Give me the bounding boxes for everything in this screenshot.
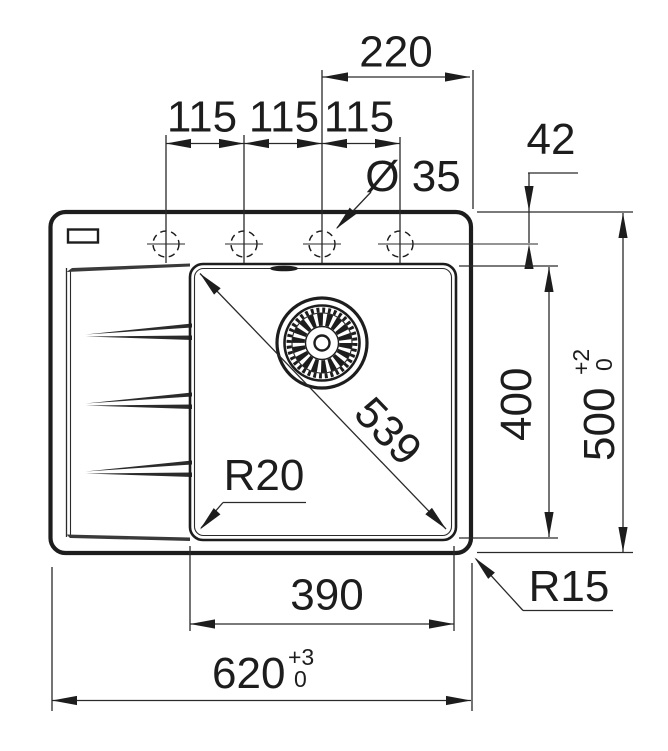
dim-bowl-width: 390 bbox=[189, 546, 455, 631]
dim-bowl-corner-radius: R20 bbox=[196, 451, 306, 533]
arrowhead bbox=[544, 512, 554, 537]
drainboard-groove bbox=[85, 460, 192, 477]
arrowhead bbox=[544, 267, 554, 292]
arrowhead bbox=[618, 213, 628, 238]
strainer-hub bbox=[304, 325, 340, 361]
drainboard-groove bbox=[85, 323, 192, 340]
strainer-slot-outer-edge bbox=[291, 312, 353, 374]
dim-tap-offset-right-label: 220 bbox=[359, 28, 432, 77]
dim-overall-width-tol-lower: 0 bbox=[294, 666, 307, 692]
arrowhead bbox=[52, 695, 77, 706]
dim-outer-corner-radius-label: R15 bbox=[529, 562, 610, 611]
dim-tap-spacing-3-label: 115 bbox=[324, 93, 394, 142]
dim-overall-depth-tol-upper: +2 bbox=[568, 349, 594, 375]
bowl-inner-edge bbox=[193, 267, 453, 537]
tap-holes bbox=[147, 230, 538, 258]
dimensions: 115 115 115 220 Ø 35 42 bbox=[51, 28, 633, 711]
strainer-outer-ring bbox=[275, 296, 369, 390]
drainboard-bottom-edge bbox=[66, 534, 190, 541]
dim-tap-spacing: 115 115 115 bbox=[165, 70, 401, 263]
strainer-slots bbox=[292, 313, 352, 373]
dim-bowl-depth-label: 400 bbox=[492, 368, 541, 441]
dim-bowl-width-label: 390 bbox=[290, 571, 363, 620]
dim-tap-offset-right: 220 bbox=[322, 28, 474, 209]
dim-overall-depth: 500 +2 0 bbox=[477, 213, 633, 554]
strainer-knurl-ticks bbox=[286, 307, 358, 379]
dim-tap-hole-diameter-label: Ø 35 bbox=[365, 152, 460, 201]
dim-bowl-depth: 400 bbox=[459, 265, 558, 539]
dim-overall-depth-label: 500 bbox=[575, 388, 624, 461]
dim-overall-width: 620 +3 0 bbox=[51, 563, 473, 711]
tap-hole bbox=[378, 230, 538, 258]
dim-tap-spacing-1-label: 115 bbox=[167, 93, 237, 142]
overflow-mark bbox=[270, 265, 298, 272]
dim-overall-width-tol-upper: +3 bbox=[288, 644, 314, 670]
dimension-line bbox=[199, 273, 447, 530]
dim-rim-to-tap-axis: 42 bbox=[477, 115, 633, 269]
drainboard bbox=[65, 263, 192, 541]
sink-outline bbox=[48, 209, 474, 556]
arrowhead bbox=[524, 244, 534, 269]
bowl-outline bbox=[188, 262, 458, 542]
sink-body bbox=[48, 209, 538, 556]
strainer-second-ring bbox=[283, 304, 361, 382]
drainboard-groove bbox=[85, 392, 192, 409]
drainboard-top-edge bbox=[66, 263, 190, 272]
dim-rim-to-tap-axis-label: 42 bbox=[527, 115, 576, 164]
dim-outer-corner-radius: R15 bbox=[471, 554, 613, 612]
dim-overall-depth-tol-lower: 0 bbox=[591, 358, 617, 371]
strainer-center-hole bbox=[313, 334, 331, 352]
arrowhead bbox=[446, 695, 471, 706]
arrowhead bbox=[429, 619, 454, 629]
logo-mark bbox=[66, 228, 100, 244]
arrowhead bbox=[618, 527, 628, 552]
drain-strainer-icon bbox=[275, 296, 369, 390]
arrowhead bbox=[445, 72, 470, 82]
dim-overall-width-label: 620 bbox=[212, 649, 285, 698]
dim-bowl-corner-radius-label: R20 bbox=[224, 451, 305, 500]
arrowhead bbox=[471, 554, 495, 579]
arrowhead bbox=[524, 186, 534, 211]
arrowhead bbox=[190, 619, 215, 629]
dim-tap-hole-diameter: Ø 35 bbox=[332, 152, 461, 233]
arrowhead bbox=[196, 508, 221, 533]
dim-bowl-diagonal-label: 539 bbox=[345, 388, 431, 475]
arrowhead bbox=[323, 72, 348, 82]
dim-tap-spacing-2-label: 115 bbox=[249, 93, 319, 142]
